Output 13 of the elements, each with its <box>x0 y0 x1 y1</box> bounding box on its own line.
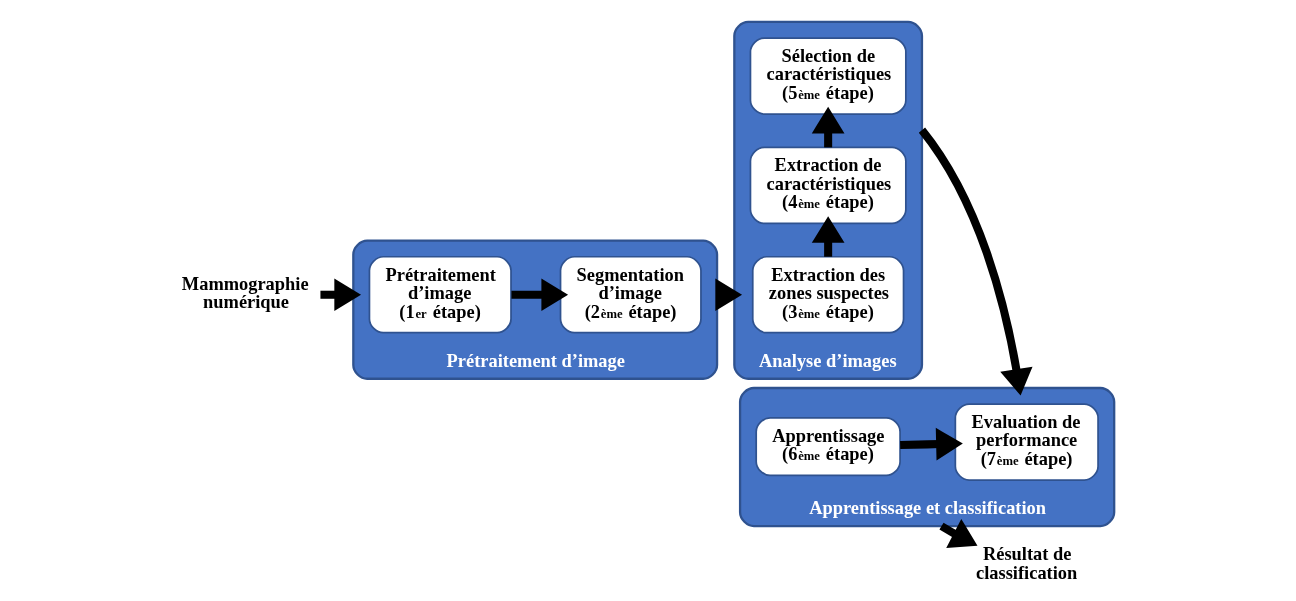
node-box: Sélection de caractéristiques (5ème étape) <box>749 37 907 115</box>
node-text: Résultat de classification <box>976 544 1078 583</box>
node-box: Prétraitement d’image (1er étape) <box>368 255 512 334</box>
node-box: Segmentation d’image (2ème étape) <box>559 255 702 334</box>
node-text: Mammographie numérique <box>181 273 309 313</box>
node-box: Extraction des zones suspectes (3ème étape) <box>751 255 905 334</box>
arrow <box>511 278 569 312</box>
node-box: Apprentissage (6ème étape) <box>755 417 901 477</box>
arrow <box>939 518 978 548</box>
arrow <box>900 427 963 461</box>
arrow <box>918 127 1033 396</box>
node-box: Extraction de caractéristiques (4ème étape) <box>749 146 907 225</box>
node-box: Evaluation de performance (7ème étape) <box>954 403 1099 481</box>
